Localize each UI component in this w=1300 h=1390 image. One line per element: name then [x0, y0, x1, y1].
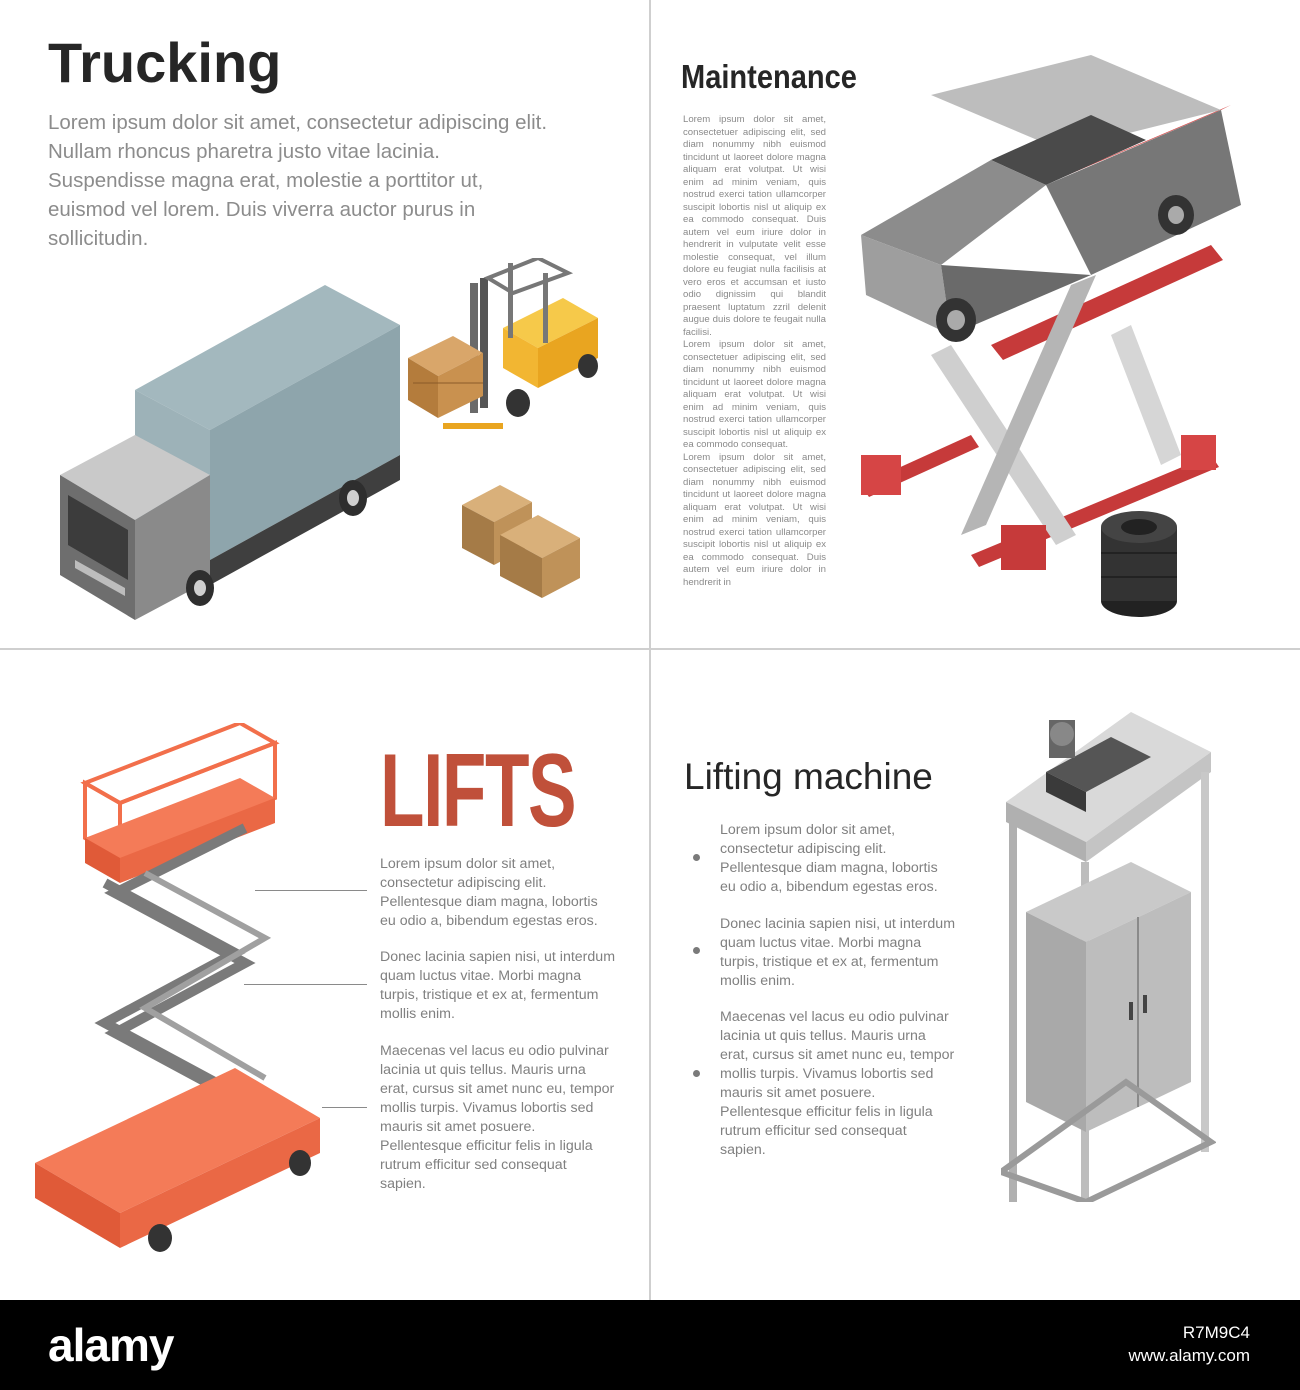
lifts-callout-line	[255, 890, 367, 891]
bullet-dot	[693, 947, 700, 954]
lifting-machine-title: Lifting machine	[684, 756, 933, 797]
maintenance-body-text: Lorem ipsum dolor sit amet, consectetuer…	[683, 114, 826, 589]
lifts-title: LIFTS	[380, 733, 577, 849]
lifts-callout-line	[322, 1107, 367, 1108]
lifts-paragraph-1: Lorem ipsum dolor sit amet, consectetur …	[380, 856, 598, 929]
trucking-title: Trucking	[48, 31, 282, 94]
tires-icon	[1101, 511, 1177, 617]
maintenance-paragraph: Lorem ipsum dolor sit amet, consectetuer…	[683, 114, 826, 338]
bullet-dot	[693, 1070, 700, 1077]
boxes-icon	[462, 485, 580, 598]
vertical-divider	[649, 0, 651, 1300]
maintenance-title: Maintenance	[681, 58, 857, 95]
scissor-lift-icon	[35, 723, 320, 1252]
truck-icon	[60, 285, 400, 620]
image-id: R7M9C4	[1182, 1323, 1250, 1342]
forklift-icon	[408, 258, 598, 429]
maintenance-paragraph: Lorem ipsum dolor sit amet, consectetuer…	[683, 451, 826, 588]
lifts-paragraph-2: Donec lacinia sapien nisi, ut interdum q…	[380, 949, 616, 1022]
elevator-icon	[1001, 712, 1216, 1202]
car-lift-icon	[861, 55, 1241, 570]
lifting-machine-paragraph-1: Lorem ipsum dolor sit amet, consectetur …	[720, 822, 938, 895]
maintenance-paragraph: Lorem ipsum dolor sit amet, consectetuer…	[683, 339, 826, 450]
lifting-machine-panel: Lifting machine Lorem ipsum dolor sit am…	[651, 650, 1300, 1300]
footer-bar: alamy R7M9C4 www.alamy.com	[0, 1300, 1300, 1390]
lifts-paragraph-3: Maecenas vel lacus eu odio pulvinar laci…	[380, 1043, 615, 1192]
alamy-logo: alamy	[48, 1319, 174, 1371]
lifts-panel: LIFTS Lorem ipsum dolor sit amet, consec…	[0, 650, 649, 1300]
footer-url[interactable]: www.alamy.com	[1128, 1346, 1250, 1365]
bullet-dot	[693, 854, 700, 861]
horizontal-divider	[0, 648, 1300, 650]
maintenance-panel: Maintenance Lorem ipsum dolor sit amet, …	[651, 0, 1300, 648]
lifting-machine-paragraph-2: Donec lacinia sapien nisi, ut interdum q…	[720, 916, 956, 989]
trucking-panel: Trucking Lorem ipsum dolor sit amet, con…	[0, 0, 649, 648]
lifting-machine-paragraph-3: Maecenas vel lacus eu odio pulvinar laci…	[720, 1009, 955, 1158]
trucking-body-text: Lorem ipsum dolor sit amet, consectetur …	[48, 111, 548, 250]
lifts-callout-line	[244, 984, 367, 985]
